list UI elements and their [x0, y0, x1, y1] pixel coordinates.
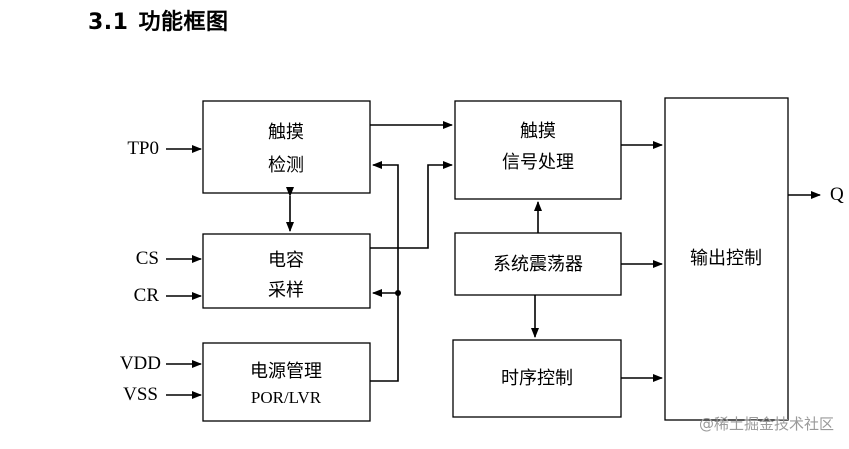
- pin-vdd-label: VDD: [120, 353, 161, 374]
- oscillator-label: 系统震荡器: [493, 254, 583, 275]
- power-mgmt-label-1: 电源管理: [250, 361, 322, 382]
- output-control-block: [664, 97, 789, 421]
- pin-q-label: Q: [830, 184, 844, 205]
- pin-cr-label: CR: [134, 285, 160, 306]
- touch-detect-label-1: 触摸: [268, 122, 304, 143]
- capacitance-sampling-block: [202, 233, 371, 309]
- section-number: 3.1: [88, 10, 129, 35]
- watermark-text: @稀土掘金技术社区: [699, 415, 834, 433]
- cap-sample-label-1: 电容: [268, 250, 304, 271]
- section-title: 功能框图: [138, 10, 229, 35]
- touch-detect-block: [202, 100, 371, 194]
- section-heading: 3.1 功能框图: [88, 4, 229, 36]
- arrow-power-to-detect: [370, 161, 399, 382]
- pin-vss-label: VSS: [123, 384, 158, 405]
- timing-label: 时序控制: [501, 368, 573, 389]
- touch-signal-label-2: 信号处理: [502, 152, 574, 173]
- output-control-label: 输出控制: [690, 248, 762, 269]
- pin-cs-label: CS: [136, 248, 159, 269]
- power-management-block: [202, 342, 371, 422]
- touch-detect-label-2: 检测: [268, 155, 304, 176]
- cap-sample-label-2: 采样: [268, 280, 304, 301]
- touch-signal-processing-block: [454, 100, 622, 200]
- touch-signal-label-1: 触摸: [520, 121, 556, 142]
- junction-dot: [395, 290, 401, 296]
- pin-tp0-label: TP0: [127, 138, 159, 159]
- arrow-sample-to-signal: [370, 161, 453, 249]
- power-mgmt-label-2: POR/LVR: [251, 388, 322, 407]
